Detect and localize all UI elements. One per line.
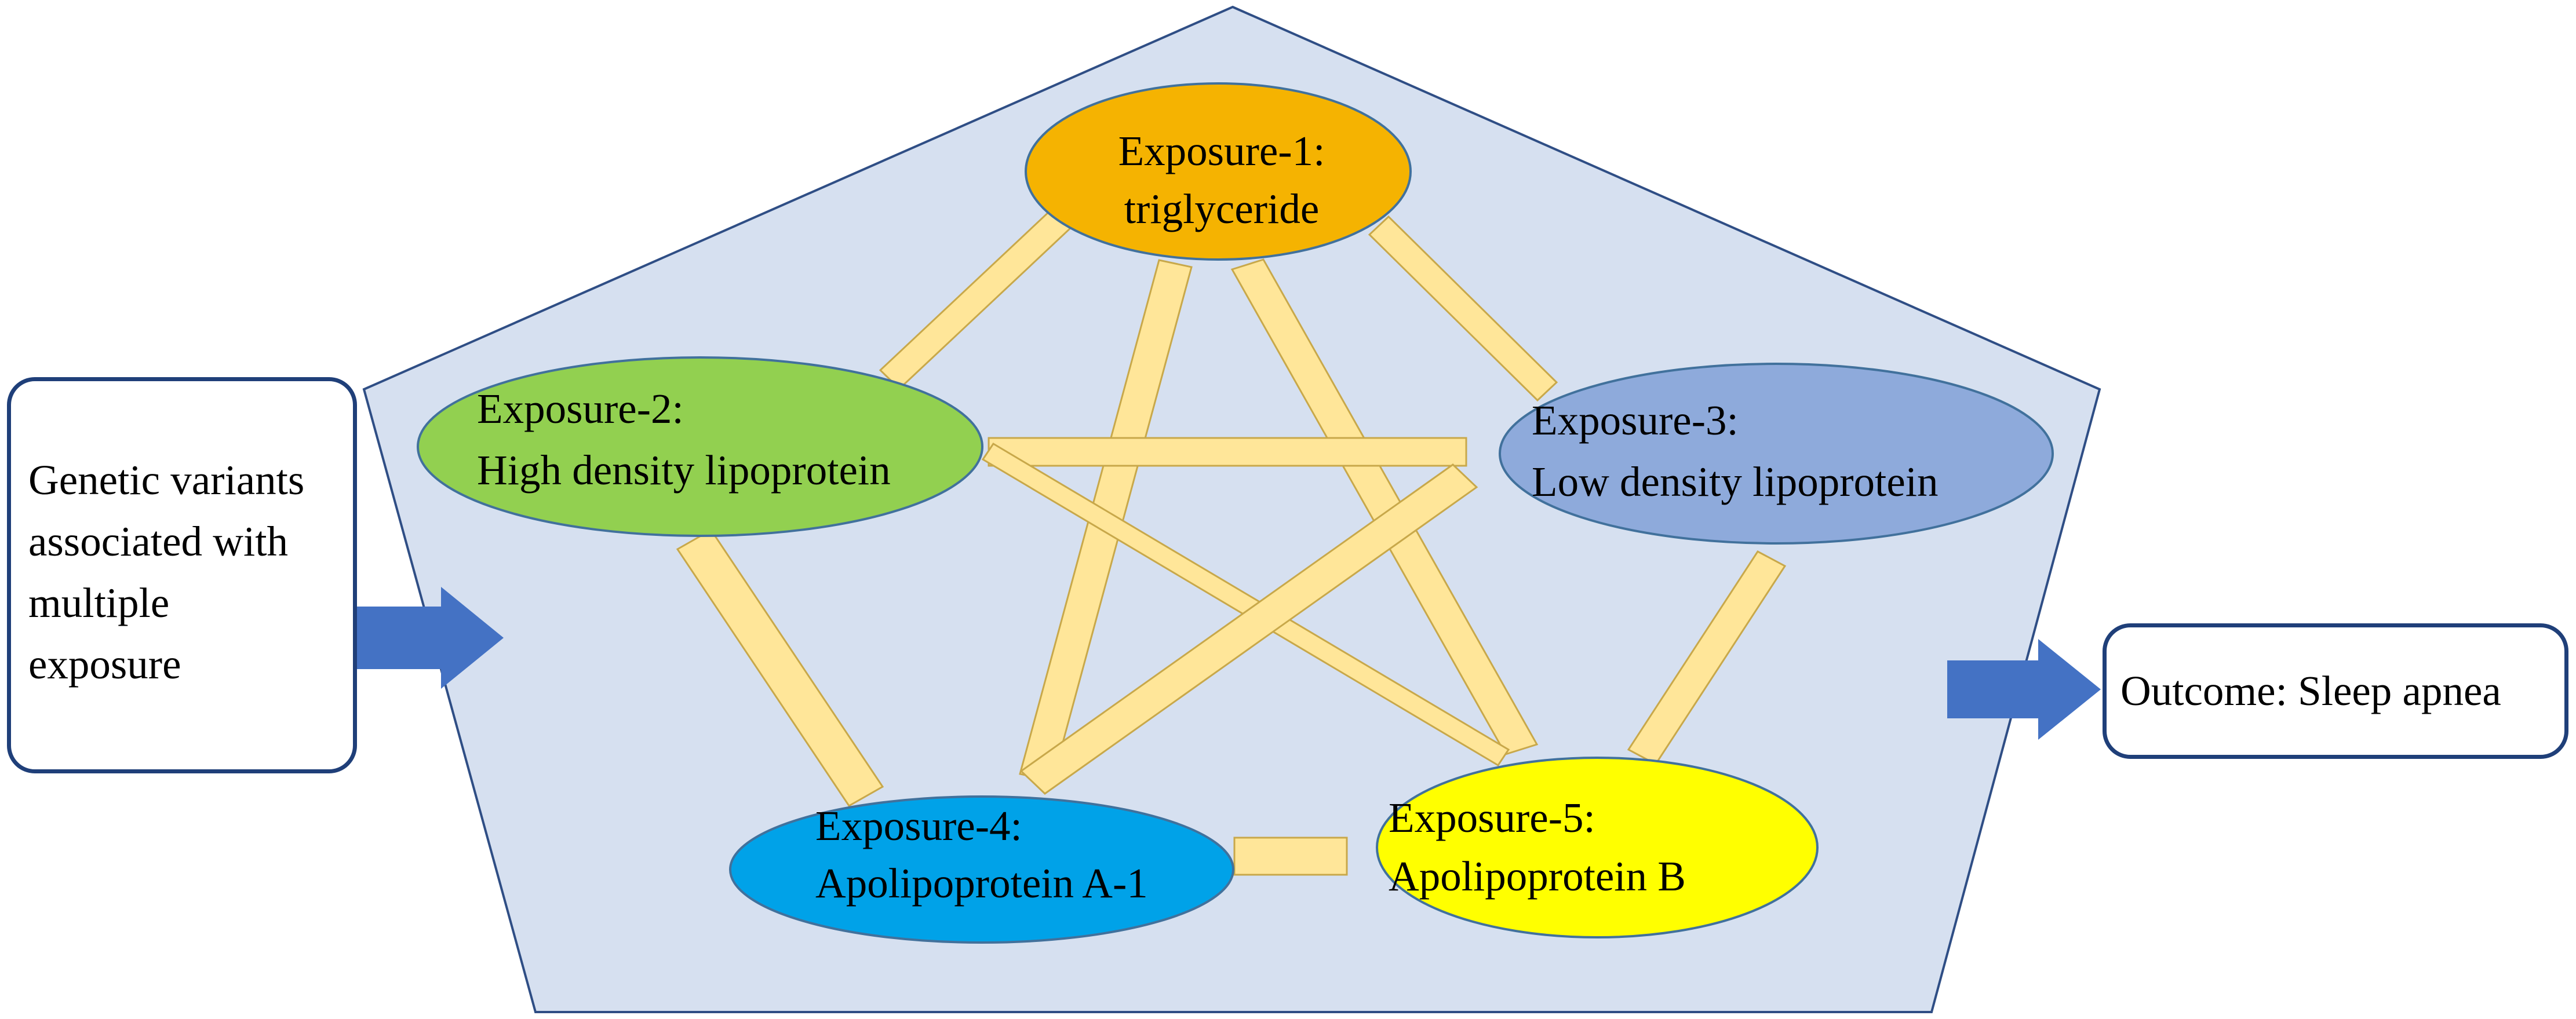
genetic-variants-box: Genetic variants associated with multipl… [7, 377, 357, 773]
exposure-2-title: Exposure-2: [477, 385, 684, 432]
exposure-5-name: Apolipoprotein B [1389, 853, 1686, 900]
exposure-node-3: Exposure-3: Low density lipoprotein [1499, 363, 2054, 545]
exposure-2-ellipse [417, 356, 983, 537]
input-line-4: exposure [28, 641, 181, 688]
exposure-3-title: Exposure-3: [1532, 397, 1739, 444]
exposure-4-ellipse [729, 795, 1234, 944]
input-line-3: multiple [28, 579, 170, 626]
exposure-1-name: triglyceride [1124, 185, 1319, 232]
exposure-1-title: Exposure-1: [1118, 127, 1325, 174]
exposure-5-title: Exposure-5: [1389, 794, 1595, 841]
exposure-node-1: Exposure-1: triglyceride [1025, 82, 1412, 261]
connector-1-5 [1230, 258, 1539, 755]
input-arrow-icon [357, 587, 504, 689]
connectors-group [676, 207, 1787, 876]
connector-2-3 [988, 437, 1467, 467]
outcome-label: Outcome: Sleep apnea [2120, 667, 2501, 714]
exposure-4-title: Exposure-4: [815, 802, 1022, 849]
exposure-node-2: Exposure-2: High density lipoprotein [417, 356, 983, 537]
outcome-box: Outcome: Sleep apnea [2103, 623, 2568, 759]
pentagon-background [362, 5, 2101, 1013]
exposure-3-ellipse [1499, 363, 2054, 545]
connector-3-4 [1019, 463, 1478, 795]
exposure-5-ellipse [1376, 757, 1819, 938]
connector-1-3 [1368, 215, 1558, 402]
exposure-3-name: Low density lipoprotein [1532, 458, 1939, 505]
input-line-2: associated with [28, 518, 289, 565]
connector-4-5 [1233, 837, 1348, 876]
input-line-1: Genetic variants [28, 456, 305, 503]
outcome-arrow-icon [1947, 639, 2101, 740]
exposure-4-name: Apolipoprotein A-1 [815, 860, 1148, 907]
exposure-1-ellipse [1025, 82, 1412, 261]
exposure-node-5: Exposure-5: Apolipoprotein B [1376, 757, 1819, 938]
exposure-2-name: High density lipoprotein [477, 447, 891, 494]
connector-2-5 [981, 442, 1510, 767]
exposure-node-4: Exposure-4: Apolipoprotein A-1 [729, 795, 1234, 944]
